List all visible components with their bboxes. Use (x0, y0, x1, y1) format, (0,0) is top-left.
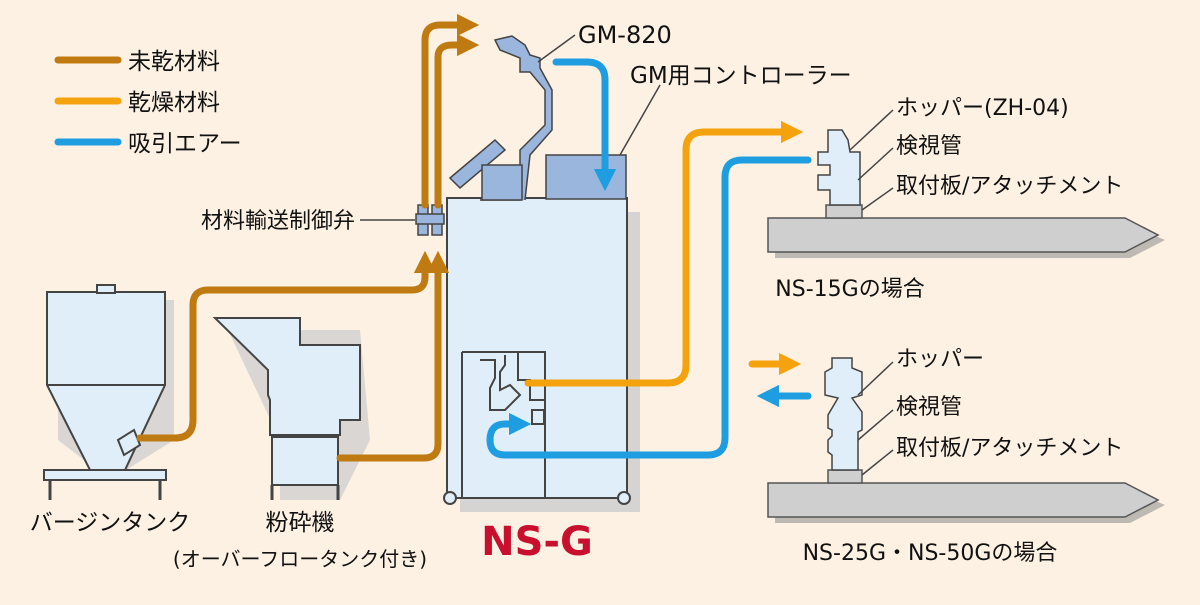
plate15-leader (861, 187, 894, 211)
case15-caption: NS-15Gの場合 (775, 277, 924, 302)
legend-label-air: 吸引エアー (128, 131, 242, 157)
sight25-label: 検視管 (896, 395, 962, 420)
flow-valve-to-gm-a (421, 13, 480, 209)
hopper25-leader (857, 361, 894, 396)
transport-valve (415, 204, 445, 236)
legend-label-dried: 乾燥材料 (128, 90, 220, 116)
main-unit-title: NS-G (481, 519, 593, 565)
gm-820 (448, 35, 553, 201)
air-flows (486, 58, 812, 459)
crusher (212, 317, 370, 500)
virgin-tank (43, 284, 174, 500)
hopper15-label: ホッパー(ZH-04) (896, 96, 1069, 121)
legend-label-undried: 未乾材料 (128, 49, 220, 75)
gm-controller (545, 154, 627, 200)
plate25-label: 取付板/アタッチメント (896, 436, 1123, 461)
plate25-leader (861, 449, 894, 476)
crusher-note: (オーバーフロータンク付き) (173, 547, 427, 571)
machine-15g (767, 129, 1165, 258)
flow-virgin-to-valve (136, 250, 437, 442)
case25-caption: NS-25G・NS-50Gの場合 (803, 541, 1058, 566)
hopper15-leader (849, 109, 894, 151)
gm820-label: GM-820 (578, 21, 672, 49)
plate15-label: 取付板/アタッチメント (896, 174, 1123, 199)
valve-label: 材料輸送制御弁 (201, 209, 355, 234)
virgin-tank-label: バージンタンク (30, 510, 191, 536)
gm820-leader (537, 34, 576, 63)
controller-leader (619, 84, 661, 156)
sight15-label: 検視管 (896, 134, 962, 159)
legend: 未乾材料 乾燥材料 吸引エアー (54, 49, 242, 157)
controller-label: GM用コントローラー (630, 63, 852, 89)
ns-g-unit (443, 197, 640, 512)
dried-flows (524, 120, 804, 387)
flow-air-return (486, 156, 812, 459)
hopper25-label: ホッパー (896, 347, 984, 372)
flow-air-gm-to-unit (552, 58, 617, 192)
sight15-leader (857, 147, 894, 181)
undried-flows (136, 13, 480, 462)
machine-25g (767, 357, 1165, 523)
flow-to-hopper-15g (524, 120, 804, 387)
flow-valve-to-gm-b (434, 33, 480, 209)
flow-crusher-to-valve (336, 250, 450, 462)
sight25-leader (857, 409, 894, 441)
crusher-label: 粉砕機 (266, 510, 335, 536)
